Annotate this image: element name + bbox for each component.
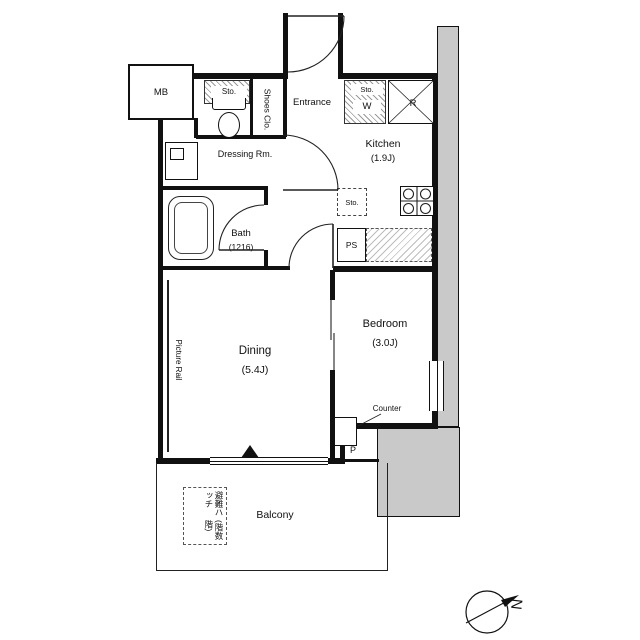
bathtub-inner [174,202,208,254]
window-mullion [436,361,438,411]
wall-bath-right-lower [264,250,268,270]
balcony-area [156,463,388,571]
mb-label: MB [153,86,169,98]
wall-bath-bottom [161,266,268,270]
dressing-door-arc [282,134,339,191]
pipe-space-box: PS [337,228,366,262]
wall-hall-left-upper [283,79,287,137]
dressing-room-label: Dressing Rm. [217,149,273,159]
shoes-closet-label: Shoes Clo. [262,88,273,131]
sto-hall-label: Sto. [345,197,359,207]
wall-entrance-right [338,13,343,79]
wall-bedroom-bottom [338,423,438,429]
kitchen-size-label: (1.9J) [370,153,396,165]
wall-entrance-left [283,13,288,79]
dining-label: Dining [238,344,272,357]
porch-label: P [349,445,356,455]
wall-dressing-top [196,135,286,139]
wall-right-lower [432,410,438,429]
wall-bath-right-upper [264,186,268,205]
hall-storage-box: Sto. [337,188,367,216]
dining-size-label: (5.4J) [241,363,269,376]
kitchen-counter [366,228,432,262]
wall-top-kitchen [338,73,438,79]
window-mullion [210,461,328,462]
bedroom-size-label: (3.0J) [372,337,398,349]
evacuation-hatch: 避難ハッチ (階数階) [183,487,227,545]
entrance-label: Entrance [292,96,332,108]
bedroom-window [429,361,444,411]
common-area-block [377,427,460,517]
ps-label: PS [345,240,358,250]
vanity-bowl [170,148,184,160]
wall-dining-bottom-right [326,458,345,464]
toilet-bowl [218,112,240,138]
stove [400,186,434,216]
wall-left [158,118,163,464]
kitchen-storage-label: Sto. [351,84,383,95]
counter-label: Counter [372,404,402,413]
picture-rail-label: Picture Rail [174,339,183,381]
compass-icon: N [465,590,525,634]
evacuation-hatch-sub-label: (階数階) [203,519,224,540]
wall-wc-divider [250,79,253,137]
bath-label: Bath [231,227,251,239]
wall-wc-left [194,118,198,138]
fridge-label: R [400,97,426,111]
wall-top-left [193,73,285,79]
meter-box: MB [128,64,194,120]
wall-right-upper [432,79,438,363]
dining-door-arc [288,223,334,269]
wall-dining-top [266,266,290,270]
bedroom-label: Bedroom [362,318,408,330]
wc-storage-label: Sto. [211,86,247,98]
evacuation-hatch-label: 避難ハッチ [203,491,224,517]
wall-bedroom-top [333,266,438,272]
balcony-sliding-window [210,457,328,465]
wall-dining-bottom-left [156,458,212,464]
washer-label: W [353,100,381,114]
bathtub [168,196,214,260]
compass-n-label: N [507,598,525,611]
wall-bath-top [161,186,268,190]
entrance-door-arc [287,15,345,73]
bath-size-label: (1216) [228,241,254,252]
balcony-label: Balcony [256,508,294,521]
kitchen-label: Kitchen [365,137,401,150]
bedroom-counter-desk [334,417,357,446]
direction-triangle-icon [241,445,259,458]
wall-notch-bottom [343,459,379,462]
picture-rail-line [167,280,169,452]
